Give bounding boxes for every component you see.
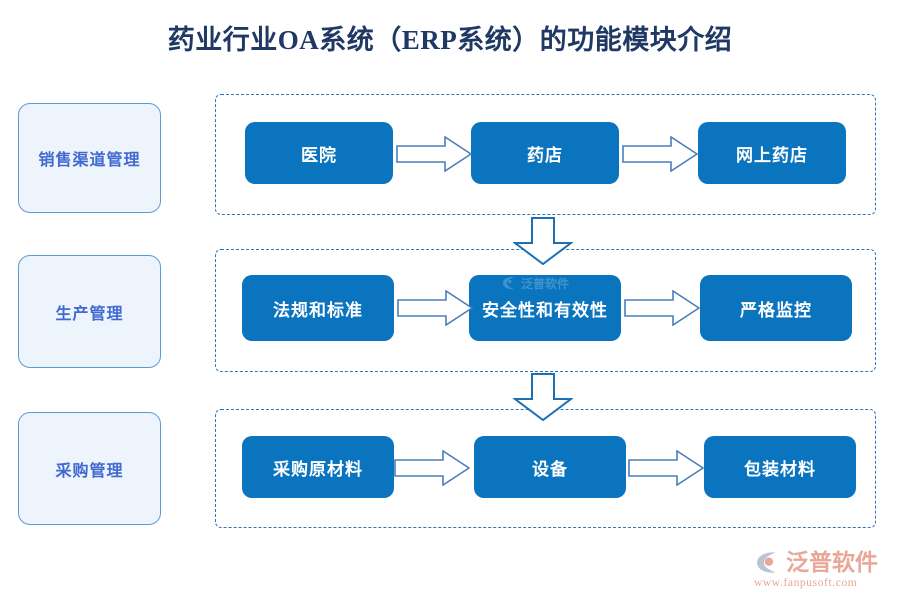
node-label: 包装材料 [744, 459, 816, 479]
node-label: 采购原材料 [273, 459, 363, 479]
page-title: 药业行业OA系统（ERP系统）的功能模块介绍 [167, 25, 733, 55]
category-label: 销售渠道管理 [38, 152, 141, 169]
node-strict-monitoring[interactable]: 严格监控 [700, 275, 852, 341]
node-equipment[interactable]: 设备 [474, 436, 626, 498]
node-label: 法规和标准 [273, 300, 363, 320]
arrow-down-icon [513, 373, 573, 421]
node-label: 设备 [532, 459, 568, 479]
node-pharmacy[interactable]: 药店 [471, 122, 619, 184]
node-label: 严格监控 [740, 300, 812, 320]
node-hospital[interactable]: 医院 [245, 122, 393, 184]
brand-logo: 泛普软件 www.fanpusoft.com [752, 548, 892, 594]
arrow-right-icon [628, 450, 704, 486]
category-label: 生产管理 [55, 305, 124, 323]
node-safety-efficacy[interactable]: 安全性和有效性 [469, 275, 621, 341]
arrow-right-icon [394, 450, 470, 486]
category-box-procurement[interactable]: 采购管理 [18, 412, 161, 525]
arrow-right-icon [396, 136, 472, 172]
arrow-right-icon [624, 290, 700, 326]
arrow-down-icon [513, 217, 573, 265]
fanpu-logo-icon [757, 551, 776, 573]
arrow-right-icon [622, 136, 698, 172]
node-online-pharmacy[interactable]: 网上药店 [698, 122, 846, 184]
node-label: 医院 [301, 145, 337, 165]
arrow-right-icon [397, 290, 473, 326]
category-box-production[interactable]: 生产管理 [18, 255, 161, 368]
node-label: 药店 [527, 145, 563, 165]
brand-url: www.fanpusoft.com [754, 577, 858, 589]
row-frame-sales-channel [215, 94, 876, 215]
node-label: 网上药店 [736, 145, 808, 165]
node-regulations-standards[interactable]: 法规和标准 [242, 275, 394, 341]
node-raw-material-purchase[interactable]: 采购原材料 [242, 436, 394, 498]
node-packaging-material[interactable]: 包装材料 [704, 436, 856, 498]
node-label: 安全性和有效性 [482, 300, 608, 320]
category-label: 采购管理 [55, 462, 124, 480]
category-box-sales-channel[interactable]: 销售渠道管理 [18, 103, 161, 213]
brand-name: 泛普软件 [786, 549, 878, 575]
